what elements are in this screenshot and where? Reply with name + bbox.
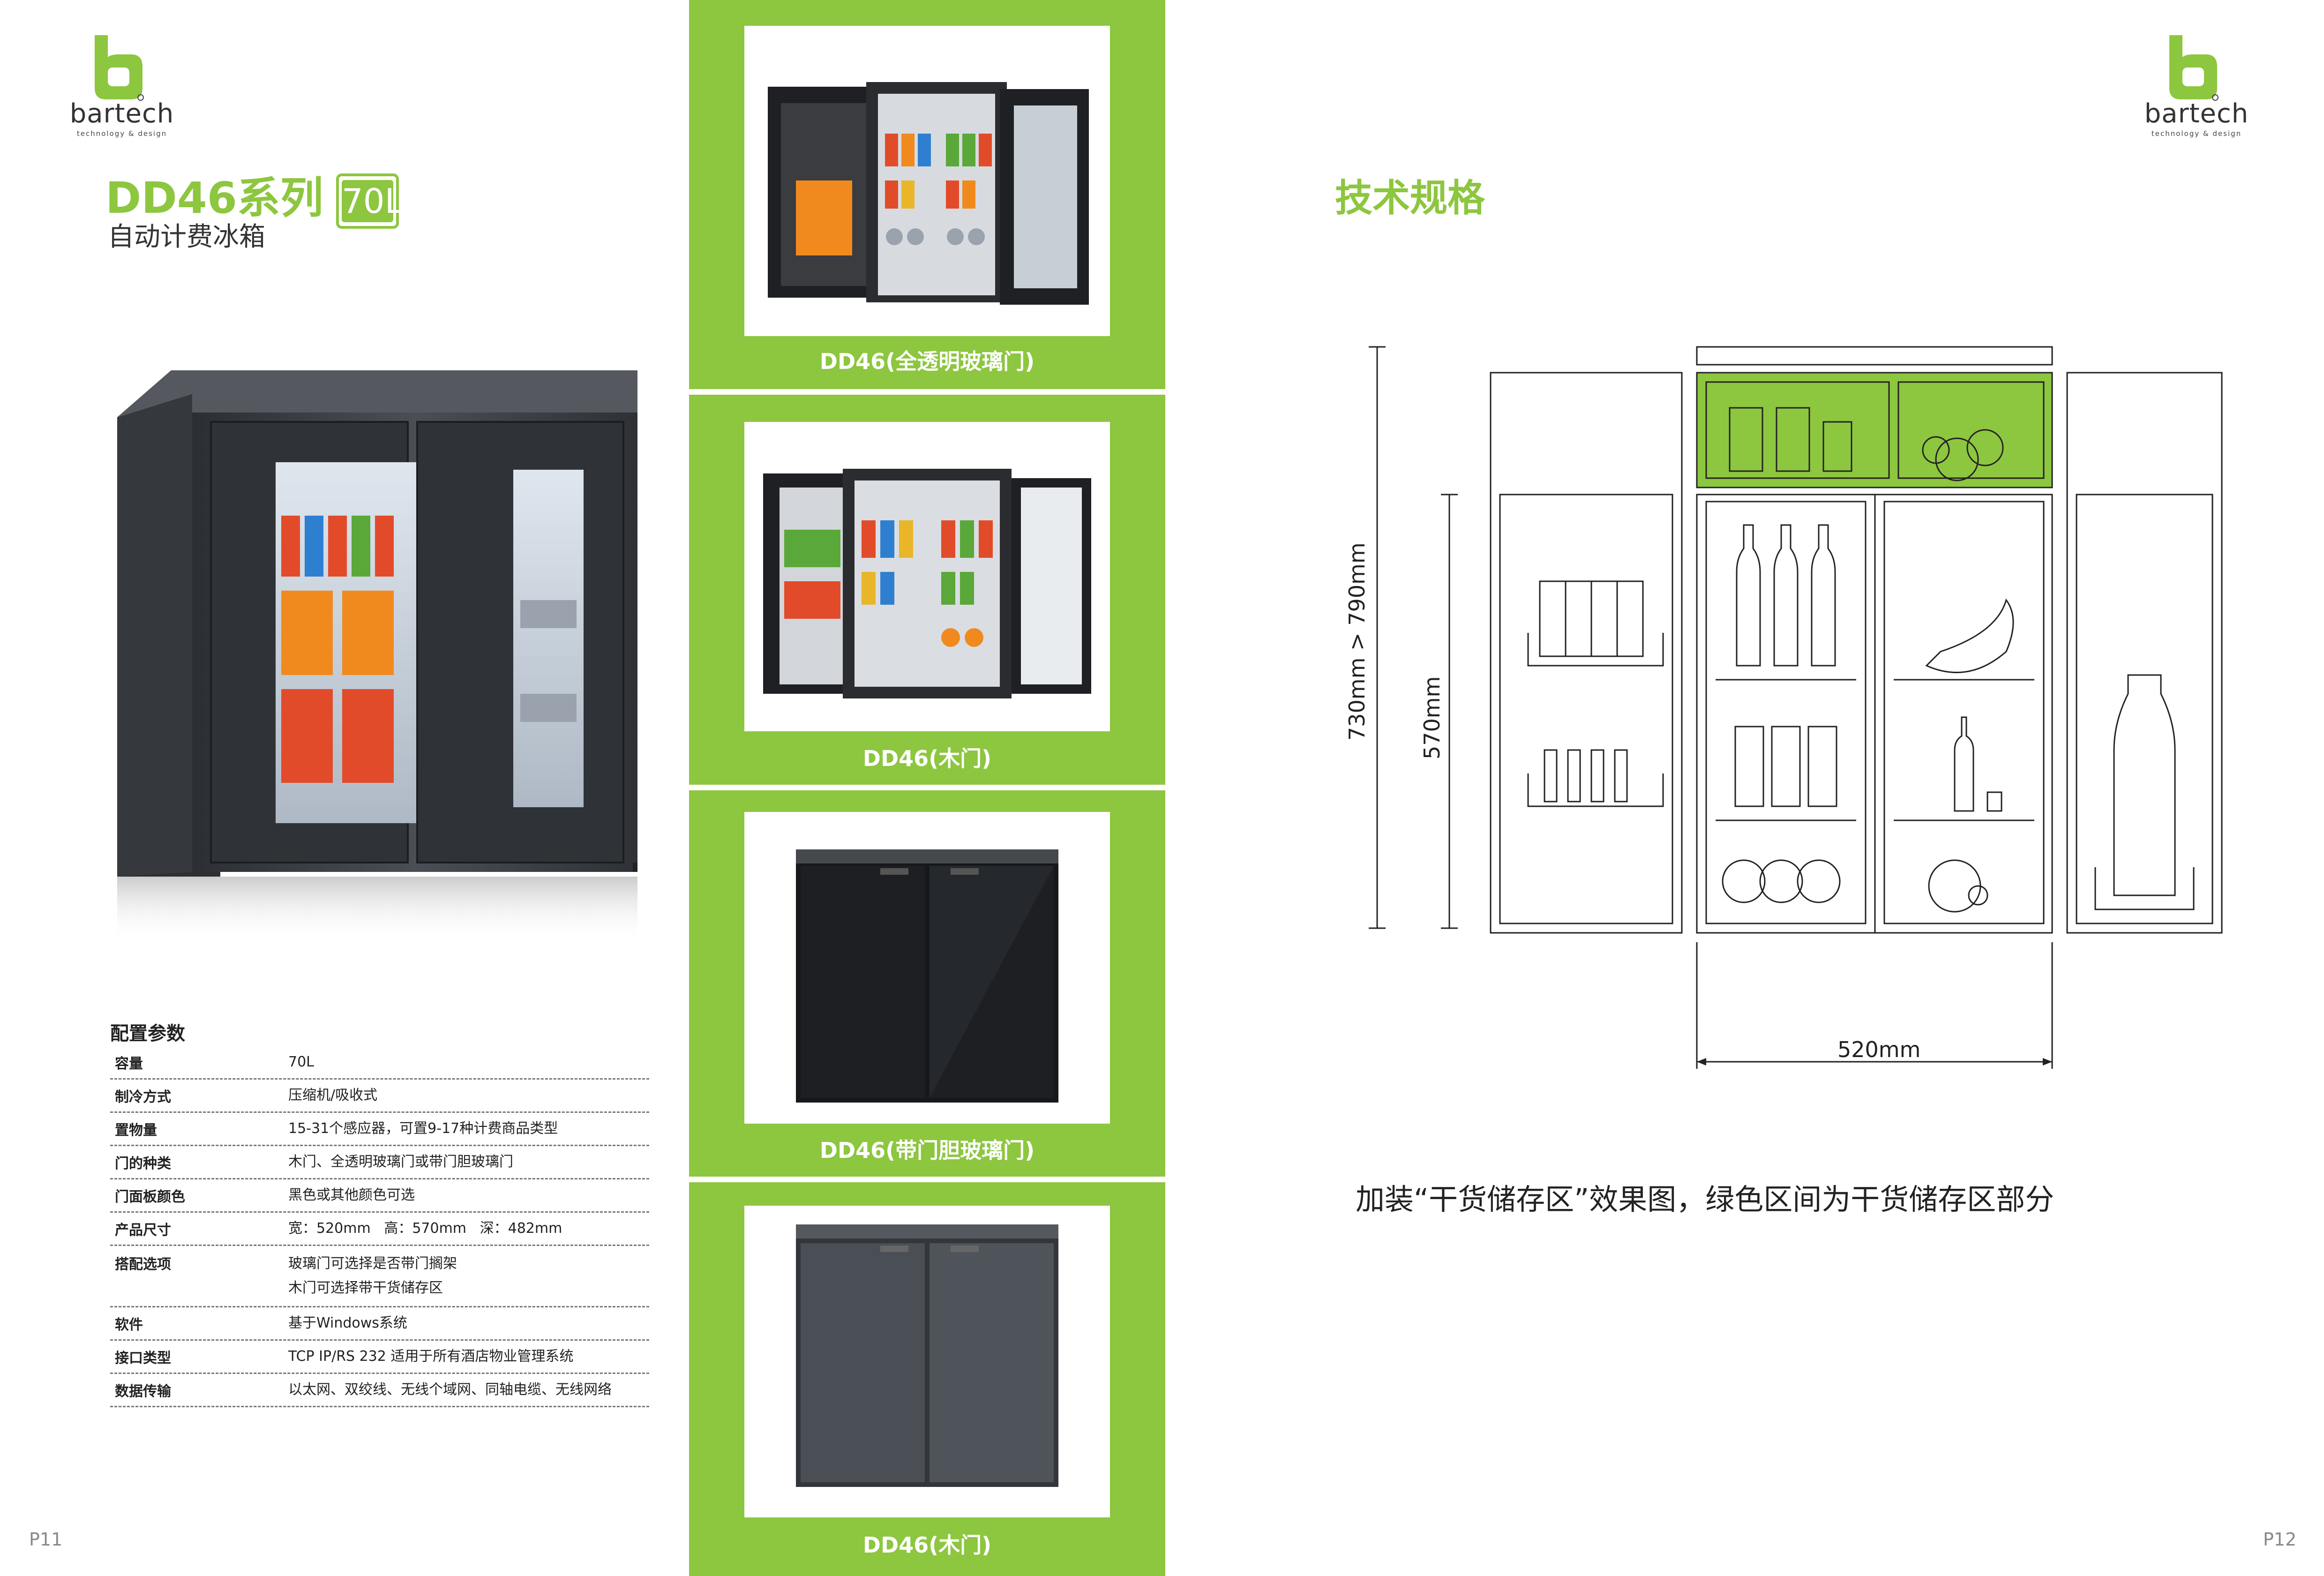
brand-name: bartech [2144,98,2249,129]
brand-logo-right: bartech technology & design [2140,33,2253,141]
brand-tagline: technology & design [76,129,167,138]
spec-value: 黑色或其他颜色可选 [288,1187,415,1203]
spec-key: 制冷方式 [115,1089,171,1105]
spec-value: 宽：520mm 高：570mm 深：482mm [288,1220,562,1237]
spec-value: 玻璃门可选择是否带门搁架木门可选择带干货储存区 [288,1248,649,1304]
brand-tagline: technology & design [2151,129,2242,138]
brand-logo-left: bartech technology & design [66,33,178,141]
bartech-logo-icon [95,35,144,101]
photo-caption: DD46(全透明玻璃门) [819,349,1035,374]
spec-key: 容量 [115,1056,143,1072]
spec-row: 制冷方式 压缩机/吸收式 [110,1080,649,1113]
spec-value: 15-31个感应器，可置9-17种计费商品类型 [288,1120,558,1137]
diagram-caption: 加装“干货储存区”效果图，绿色区间为干货储存区部分 [1356,1182,2054,1216]
bartech-logo-icon [2169,35,2219,101]
spec-row: 产品尺寸 宽：520mm 高：570mm 深：482mm [110,1213,649,1246]
dry-storage-zone [1696,372,2053,488]
spec-row: 门面板颜色 黑色或其他颜色可选 [110,1179,649,1213]
spec-key: 数据传输 [115,1383,171,1400]
spec-value: TCP IP/RS 232 适用于所有酒店物业管理系统 [288,1348,574,1365]
photo-wood-door-open [744,422,1110,731]
spec-value: 压缩机/吸收式 [288,1087,378,1103]
spec-key: 搭配选项 [115,1256,171,1273]
band-divider [689,1177,1165,1182]
spec-value-line: 玻璃门可选择是否带门搁架 [288,1255,457,1272]
dimension-label-body-height: 570mm [1419,676,1445,759]
tech-spec-title: 技术规格 [1335,176,1485,220]
photo-caption: DD46(木门) [862,1532,992,1558]
page-number-right: P12 [2263,1529,2297,1550]
dimension-label-total-height: 730mm > 790mm [1344,542,1370,741]
spec-key: 门面板颜色 [115,1189,185,1205]
photo-caption: DD46(木门) [862,746,992,771]
spec-row: 搭配选项 玻璃门可选择是否带门搁架木门可选择带干货储存区 [110,1246,649,1307]
spec-row: 软件 基于Windows系统 [110,1307,649,1341]
hero-fridge-image [117,370,637,942]
spec-row: 容量 70L [110,1046,649,1080]
spec-key: 产品尺寸 [115,1222,171,1238]
photo-caption: DD46(带门胆玻璃门) [819,1138,1035,1163]
photo-wood-door-closed [744,1206,1110,1517]
capacity-badge: 70L [336,173,404,229]
spec-row: 接口类型 TCP IP/RS 232 适用于所有酒店物业管理系统 [110,1341,649,1374]
band-divider [689,389,1165,395]
band-divider [689,785,1165,790]
product-subtitle: 自动计费冰箱 [108,222,265,252]
spec-key: 接口类型 [115,1350,171,1366]
spec-key: 置物量 [115,1122,157,1139]
spec-row: 门的种类 木门、全透明玻璃门或带门胆玻璃门 [110,1146,649,1179]
photo-glass-door [744,26,1110,336]
spec-table: 容量 70L 制冷方式 压缩机/吸收式 置物量 15-31个感应器，可置9-17种计费… [110,1046,649,1407]
spec-value: 木门、全透明玻璃门或带门胆玻璃门 [288,1154,513,1170]
page-number-left: P11 [29,1529,63,1550]
spec-value-line: 木门可选择带干货储存区 [288,1280,443,1296]
spec-value: 以太网、双绞线、无线个域网、同轴电缆、无线网络 [288,1381,612,1398]
brand-name: bartech [69,98,174,129]
capacity-badge-text: 70L [342,180,404,222]
product-gallery: DD46(全透明玻璃门) DD46(木门) [689,0,1165,1576]
spec-table-title: 配置参数 [110,1023,185,1044]
spec-value: 70L [288,1054,314,1070]
dimension-diagram [1369,346,2223,1069]
spec-row: 数据传输 以太网、双绞线、无线个域网、同轴电缆、无线网络 [110,1374,649,1407]
spec-key: 门的种类 [115,1156,171,1172]
series-title: DD46系列 [105,173,323,223]
spec-row: 置物量 15-31个感应器，可置9-17种计费商品类型 [110,1113,649,1146]
spec-key: 软件 [115,1317,143,1333]
dimension-label-width: 520mm [1837,1037,1921,1062]
spec-value: 基于Windows系统 [288,1315,407,1331]
photo-glass-door-closed [744,812,1110,1124]
